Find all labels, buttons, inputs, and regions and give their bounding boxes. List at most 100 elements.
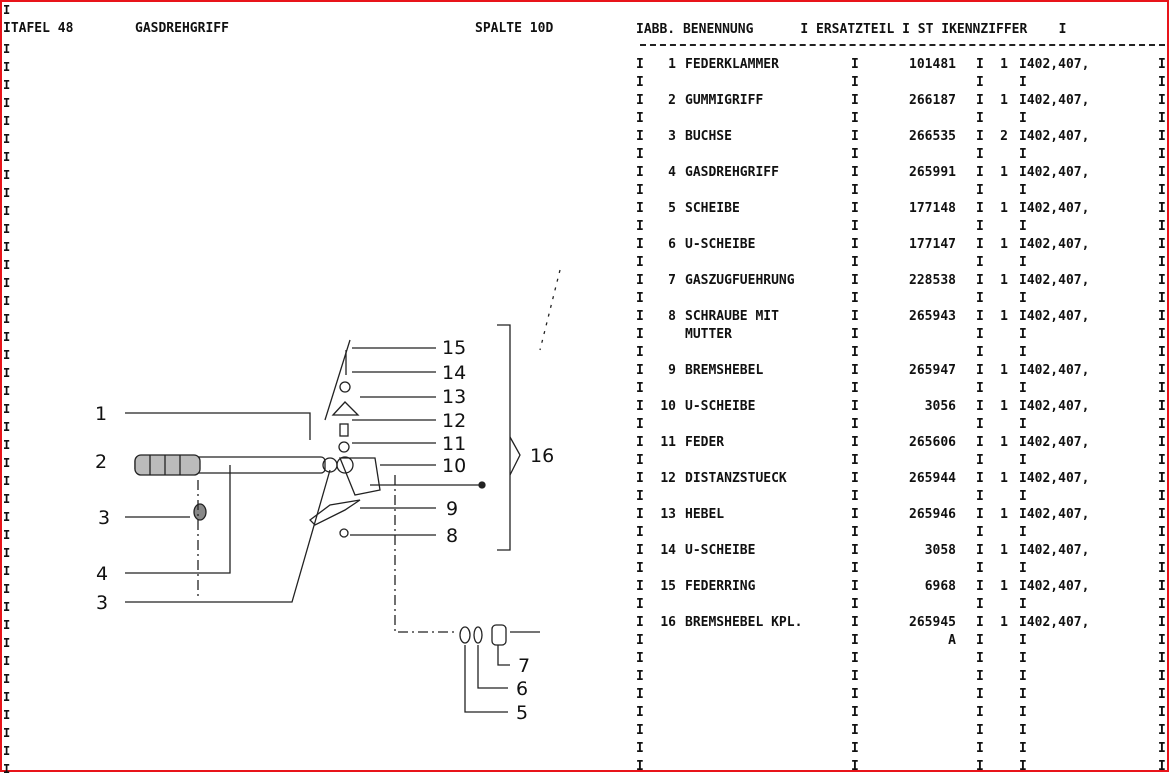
column-separator: I — [976, 723, 984, 738]
margin-bar: I — [3, 726, 11, 740]
column-separator: I — [851, 705, 859, 720]
column-separator: I — [1158, 471, 1166, 486]
cell-no: 14 — [660, 543, 676, 558]
margin-bar: I — [3, 132, 11, 146]
column-separator: I — [976, 255, 984, 270]
column-separator: I — [851, 543, 859, 558]
column-separator: I — [1158, 147, 1166, 162]
cell-kz: I402,407, — [1019, 237, 1090, 252]
cell-kz: I — [1019, 111, 1027, 126]
cell-qty: 1 — [1000, 399, 1008, 414]
cell-qty: 1 — [1000, 363, 1008, 378]
label-3b: 3 — [96, 592, 108, 614]
column-separator: I — [976, 345, 984, 360]
cell-no: 6 — [668, 237, 676, 252]
cell-name: GASDREHGRIFF — [685, 165, 779, 180]
column-separator: I — [976, 183, 984, 198]
cell-no: 2 — [668, 93, 676, 108]
column-separator: I — [636, 507, 644, 522]
column-separator: I — [1158, 453, 1166, 468]
cell-name: GASZUGFUEHRUNG — [685, 273, 795, 288]
column-separator: I — [851, 507, 859, 522]
column-separator: I — [976, 759, 984, 774]
column-separator: I — [636, 381, 644, 396]
cell-part: 265991 — [909, 165, 956, 180]
cell-name: GUMMIGRIFF — [685, 93, 764, 108]
column-separator: I — [636, 201, 644, 216]
column-separator: I — [636, 183, 644, 198]
cell-qty: 1 — [1000, 165, 1008, 180]
margin-bar: I — [3, 618, 11, 632]
cell-part: 177147 — [909, 237, 956, 252]
cell-part: 266187 — [909, 93, 956, 108]
cell-kz: I402,407, — [1019, 129, 1090, 144]
cell-qty: 1 — [1000, 507, 1008, 522]
column-separator: I — [976, 579, 984, 594]
cell-qty: 1 — [1000, 93, 1008, 108]
column-separator: I — [851, 219, 859, 234]
spalte-label: SPALTE 10D — [475, 21, 554, 36]
page-title: GASDREHGRIFF — [135, 21, 229, 36]
cell-kz: I — [1019, 489, 1027, 504]
column-separator: I — [1158, 129, 1166, 144]
column-separator: I — [1158, 633, 1166, 648]
cell-name: BREMSHEBEL KPL. — [685, 615, 803, 630]
column-separator: I — [1158, 219, 1166, 234]
cell-kz: I — [1019, 597, 1027, 612]
cell-part: 266535 — [909, 129, 956, 144]
cell-part: 265947 — [909, 363, 956, 378]
column-separator: I — [851, 345, 859, 360]
cell-no: 15 — [660, 579, 676, 594]
column-separator: I — [636, 453, 644, 468]
column-separator: I — [1158, 201, 1166, 216]
cell-kz: I402,407, — [1019, 471, 1090, 486]
cell-name: U-SCHEIBE — [685, 237, 756, 252]
column-separator: I — [1158, 435, 1166, 450]
margin-bar: I — [3, 744, 11, 758]
column-separator: I — [976, 417, 984, 432]
margin-bar: I — [3, 366, 11, 380]
column-separator: I — [976, 687, 984, 702]
column-separator: I — [1158, 723, 1166, 738]
label-1: 1 — [95, 403, 107, 425]
column-separator: I — [851, 111, 859, 126]
margin-bar: I — [3, 168, 11, 182]
margin-bar: I — [3, 420, 11, 434]
cell-qty: 1 — [1000, 615, 1008, 630]
margin-bar: I — [3, 492, 11, 506]
column-separator: I — [636, 471, 644, 486]
column-separator: I — [636, 489, 644, 504]
column-separator: I — [976, 273, 984, 288]
cell-part: 101481 — [909, 57, 956, 72]
margin-bar: I — [3, 708, 11, 722]
column-separator: I — [636, 615, 644, 630]
margin-bar: I — [3, 258, 11, 272]
column-separator: I — [1158, 597, 1166, 612]
column-separator: I — [636, 525, 644, 540]
column-separator: I — [851, 741, 859, 756]
tafel-number: ITAFEL 48 — [3, 21, 74, 36]
column-separator: I — [976, 309, 984, 324]
cell-kz: I — [1019, 759, 1027, 774]
column-separator: I — [851, 759, 859, 774]
column-separator: I — [636, 651, 644, 666]
column-separator: I — [1158, 309, 1166, 324]
column-separator: I — [636, 597, 644, 612]
margin-bar: I — [3, 330, 11, 344]
cell-part: 265944 — [909, 471, 956, 486]
margin-bar: I — [3, 294, 11, 308]
cell-no: 5 — [668, 201, 676, 216]
cell-name: HEBEL — [685, 507, 725, 522]
margin-bar: I — [3, 222, 11, 236]
column-separator: I — [851, 435, 859, 450]
column-separator: I — [851, 525, 859, 540]
